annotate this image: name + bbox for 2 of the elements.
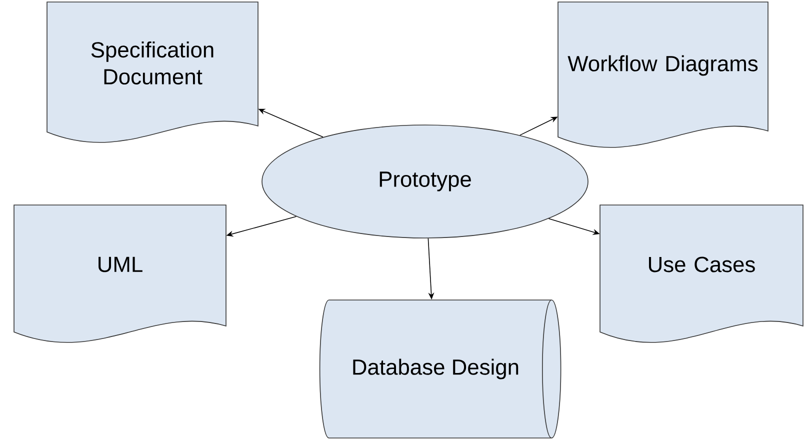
database-cylinder: Database Design: [319, 300, 562, 438]
ellipse-node: Prototype: [262, 124, 588, 238]
